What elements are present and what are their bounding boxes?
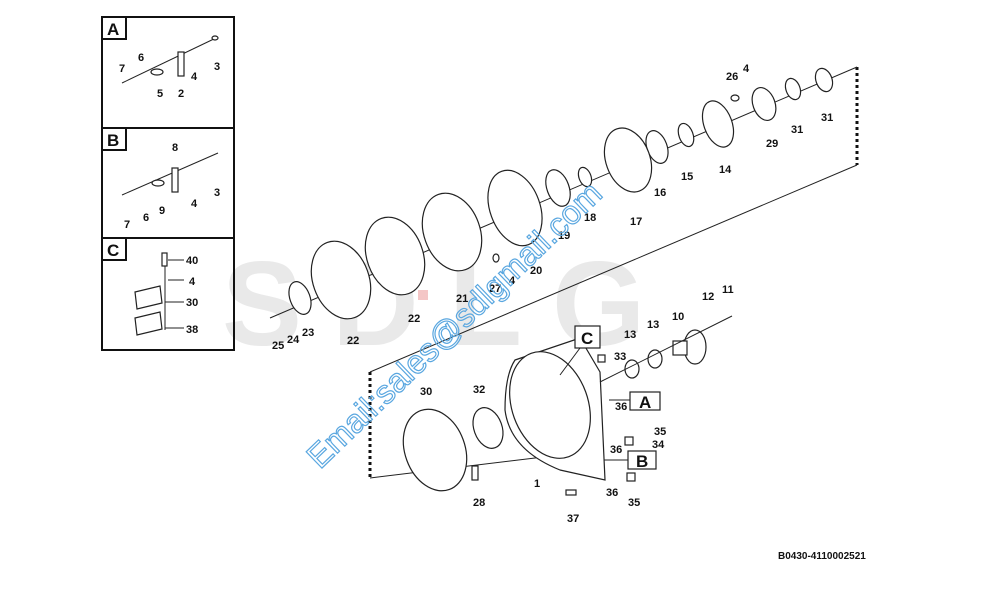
callout-number: 30	[420, 386, 432, 398]
callout-number: 31	[791, 124, 803, 136]
callout-number: 13	[647, 319, 659, 331]
callout-number: 24	[287, 334, 300, 346]
callout-number: 20	[530, 265, 542, 277]
callout-number: 4	[189, 276, 196, 288]
callout-number: 6	[138, 52, 144, 64]
callout-number: 25	[272, 340, 284, 352]
callout-number: 10	[672, 311, 684, 323]
callout-number: 36	[606, 487, 618, 499]
ref-tag-a: A	[639, 393, 651, 412]
callout-number: 8	[172, 142, 178, 154]
callout-number: 31	[821, 112, 833, 124]
callout-number: 7	[124, 219, 130, 231]
main-callouts: 26 4 29 31 31 14 15 16 17 18 19 20 21 27…	[272, 63, 833, 525]
callout-number: 33	[614, 351, 626, 363]
inset-a-callouts: 7 6 5 4 2 3	[119, 52, 220, 100]
callout-number: 35	[654, 426, 666, 438]
callout-number: 22	[347, 335, 359, 347]
callout-number: 22	[408, 313, 420, 325]
inset-c-tag: C	[107, 241, 119, 260]
diagram-code: B0430-4110002521	[778, 551, 866, 562]
callout-number: 37	[567, 513, 579, 525]
callout-number: 19	[558, 230, 570, 242]
callout-number: 30	[186, 297, 198, 309]
callout-number: 29	[766, 138, 778, 150]
callout-number: 1	[534, 478, 540, 490]
inset-c-callouts: 40 4 30 38	[186, 255, 198, 336]
callout-number: 26	[726, 71, 738, 83]
callout-number: 35	[628, 497, 640, 509]
callout-number: 7	[119, 63, 125, 75]
inset-b-callouts: 8 3 4 9 6 7	[124, 142, 220, 231]
ref-tag-c: C	[581, 329, 593, 348]
callout-number: 14	[719, 164, 732, 176]
callout-number: 21	[456, 293, 468, 305]
callout-number: 36	[615, 401, 627, 413]
callout-number: 38	[186, 324, 198, 336]
callout-number: 17	[630, 216, 642, 228]
callout-number: 4	[191, 198, 198, 210]
ref-tag-b: B	[636, 452, 648, 471]
callout-number: 34	[652, 439, 665, 451]
assembly-reference-tags: A B C	[581, 329, 651, 471]
callout-number: 36	[610, 444, 622, 456]
callout-number: 40	[186, 255, 198, 267]
callout-number: 4	[191, 71, 198, 83]
callout-number: 2	[178, 88, 184, 100]
callout-number: 9	[159, 205, 165, 217]
inset-b-tag: B	[107, 131, 119, 150]
inset-a-tag: A	[107, 20, 119, 39]
callout-number: 15	[681, 171, 693, 183]
callout-number: 6	[143, 212, 149, 224]
callout-number: 27	[489, 283, 501, 295]
callout-number: 4	[509, 275, 516, 287]
callout-number: 18	[584, 212, 596, 224]
callout-number: 12	[702, 291, 714, 303]
inset-panels: A B C	[101, 16, 235, 351]
callout-number: 5	[157, 88, 163, 100]
callout-number: 13	[624, 329, 636, 341]
lower-assembly-parts	[402, 315, 733, 496]
callout-number: 32	[473, 384, 485, 396]
callout-number: 16	[654, 187, 666, 199]
callout-number: 3	[214, 187, 220, 199]
upper-assembly-parts	[288, 67, 834, 320]
callout-number: 23	[302, 327, 314, 339]
callout-number: 4	[743, 63, 750, 75]
callout-number: 28	[473, 497, 485, 509]
callout-number: 3	[214, 61, 220, 73]
callout-number: 11	[722, 284, 734, 296]
